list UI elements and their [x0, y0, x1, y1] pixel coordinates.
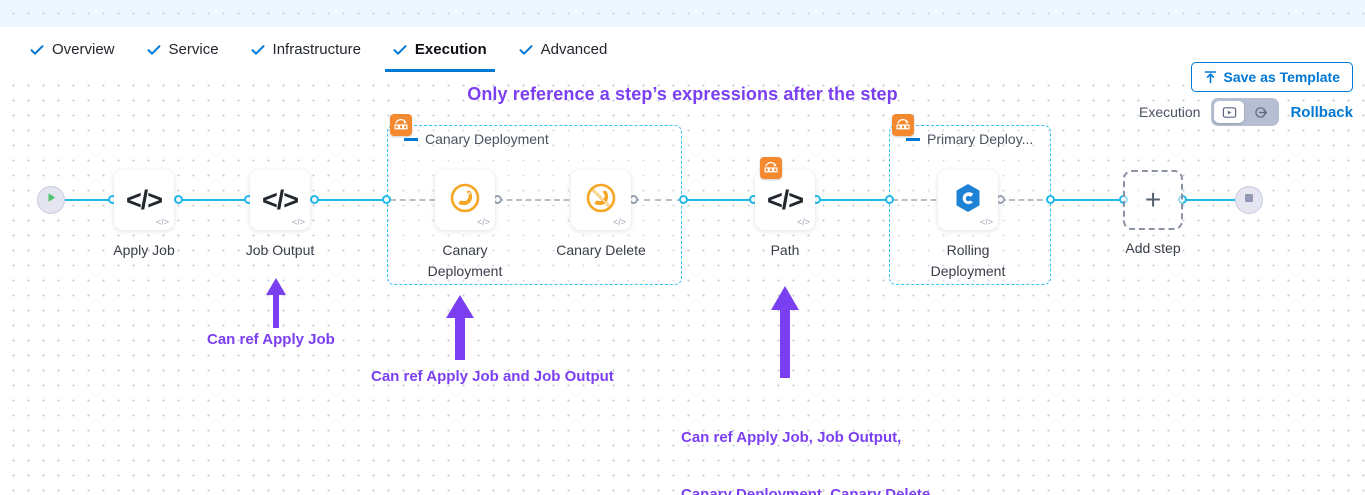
step-job-output-label: Job Output [245, 242, 315, 258]
check-icon [30, 43, 44, 57]
play-icon [45, 191, 58, 209]
annotation-arrow-canary [444, 295, 476, 365]
page-headline: Only reference a step’s expressions afte… [467, 84, 898, 104]
step-path-label: Path [770, 242, 800, 258]
connector-dot [885, 195, 894, 204]
stop-icon [1243, 191, 1255, 209]
connector-dot [310, 195, 319, 204]
looping-strategy-icon[interactable] [390, 114, 412, 136]
rollback-button[interactable]: Rollback [1290, 103, 1353, 121]
tab-service[interactable]: Service [131, 27, 235, 72]
execution-view-icon[interactable] [1214, 101, 1245, 123]
annotation-path-line-1: Can ref Apply Job, Job Output, [681, 429, 902, 446]
annotation-arrow-job-output [264, 278, 288, 333]
connector-dot [174, 195, 183, 204]
step-canary-deployment-label-line1: Canary [442, 242, 488, 258]
tab-label: Advanced [540, 41, 608, 58]
step-rolling-deployment[interactable]: </> [938, 170, 998, 230]
link-primarygroup-addstep [1050, 199, 1127, 201]
tab-label: Infrastructure [272, 41, 361, 58]
connector-dot [679, 195, 688, 204]
tab-advanced[interactable]: Advanced [503, 27, 624, 72]
link-group-rollingdeploy [892, 199, 946, 201]
tab-label: Execution [414, 41, 487, 58]
connector-dot [382, 195, 391, 204]
step-rolling-deployment-label-line1: Rolling [946, 242, 990, 258]
link-start-applyjob [64, 199, 119, 201]
looping-strategy-icon[interactable] [892, 114, 914, 136]
canary-delete-icon [584, 181, 618, 220]
save-as-template-label: Save as Template [1223, 69, 1340, 85]
step-apply-job[interactable]: </> </> [114, 170, 174, 230]
collapse-group-icon[interactable] [906, 137, 920, 141]
tab-label: Overview [52, 41, 115, 58]
tab-infrastructure[interactable]: Infrastructure [235, 27, 377, 72]
plus-icon: + [1144, 184, 1162, 215]
code-icon: </> [261, 184, 299, 215]
step-path[interactable]: </> </> [755, 170, 815, 230]
tab-execution[interactable]: Execution [377, 27, 503, 72]
primary-deployment-group-title[interactable]: Primary Deploy... [906, 131, 1033, 147]
link-canarygroup-path [683, 199, 757, 201]
step-rolling-deployment-label: Rolling Deployment [893, 240, 1043, 282]
link-joboutput-canarygroup [314, 199, 392, 201]
step-canary-deployment-label: Canary Deployment [390, 240, 540, 282]
step-job-output[interactable]: </> </> [250, 170, 310, 230]
add-step-label: Add step [1125, 240, 1181, 256]
rolling-deploy-icon [952, 182, 984, 219]
annotation-canary: Can ref Apply Job and Job Output [371, 368, 614, 385]
link-rollingdeploy-groupend [1000, 199, 1052, 201]
link-path-primarygroup [816, 199, 893, 201]
group-label: Canary Deployment [425, 131, 549, 147]
upload-template-icon [1204, 70, 1217, 84]
collapse-group-icon[interactable] [404, 137, 418, 141]
annotation-job-output: Can ref Apply Job [207, 331, 335, 348]
step-apply-job-label: Apply Job [113, 242, 175, 258]
rollback-view-icon[interactable] [1246, 101, 1276, 123]
looping-strategy-icon[interactable] [760, 157, 782, 179]
step-canary-delete[interactable]: </> [571, 170, 631, 230]
check-icon [147, 43, 161, 57]
save-as-template-button[interactable]: Save as Template [1190, 62, 1353, 92]
code-badge-icon: </> [979, 217, 993, 227]
link-applyjob-joboutput [178, 199, 257, 201]
canvas-top-strip [0, 0, 1365, 27]
canary-bird-icon [448, 181, 482, 220]
check-icon [251, 43, 265, 57]
annotation-arrow-path [769, 286, 801, 383]
execution-label: Execution [1138, 104, 1201, 120]
pipeline-canvas[interactable] [0, 72, 1365, 495]
tab-list: Overview Service Infrastructure Executio… [0, 27, 623, 72]
code-badge-icon: </> [291, 217, 305, 227]
link-group-canarydeploy [390, 199, 445, 201]
check-icon [393, 43, 407, 57]
check-icon [519, 43, 533, 57]
link-addstep-end [1182, 199, 1248, 201]
step-canary-deployment[interactable]: </> [435, 170, 495, 230]
step-rolling-deployment-label-line2: Deployment [930, 263, 1006, 279]
group-label: Primary Deploy... [927, 131, 1034, 147]
annotation-path-line-2: Canary Deployment, Canary Delete [681, 486, 931, 495]
code-icon: </> [766, 184, 804, 215]
pipeline-end-node[interactable] [1235, 186, 1263, 214]
code-badge-icon: </> [476, 217, 490, 227]
link-canarydelete-groupend [633, 199, 683, 201]
pipeline-start-node[interactable] [37, 186, 65, 214]
code-badge-icon: </> [612, 217, 626, 227]
step-canary-deployment-label-line2: Deployment [427, 263, 503, 279]
step-canary-delete-label: Canary Delete [556, 242, 646, 258]
add-step-button[interactable]: + [1123, 170, 1183, 230]
code-badge-icon: </> [796, 217, 810, 227]
annotation-path: Can ref Apply Job, Job Output, Canary De… [681, 390, 930, 495]
tab-label: Service [168, 41, 219, 58]
link-canarydeploy-canarydelete [497, 199, 579, 201]
connector-dot [1046, 195, 1055, 204]
tab-overview[interactable]: Overview [14, 27, 131, 72]
canary-deployment-group-title[interactable]: Canary Deployment [404, 131, 549, 147]
view-mode-segmented-control [1211, 98, 1280, 126]
code-icon: </> [125, 184, 163, 215]
pipeline-tab-bar: Overview Service Infrastructure Executio… [0, 27, 1365, 92]
code-badge-icon: </> [155, 217, 169, 227]
execution-view-control: Execution Rollback [1139, 98, 1353, 126]
